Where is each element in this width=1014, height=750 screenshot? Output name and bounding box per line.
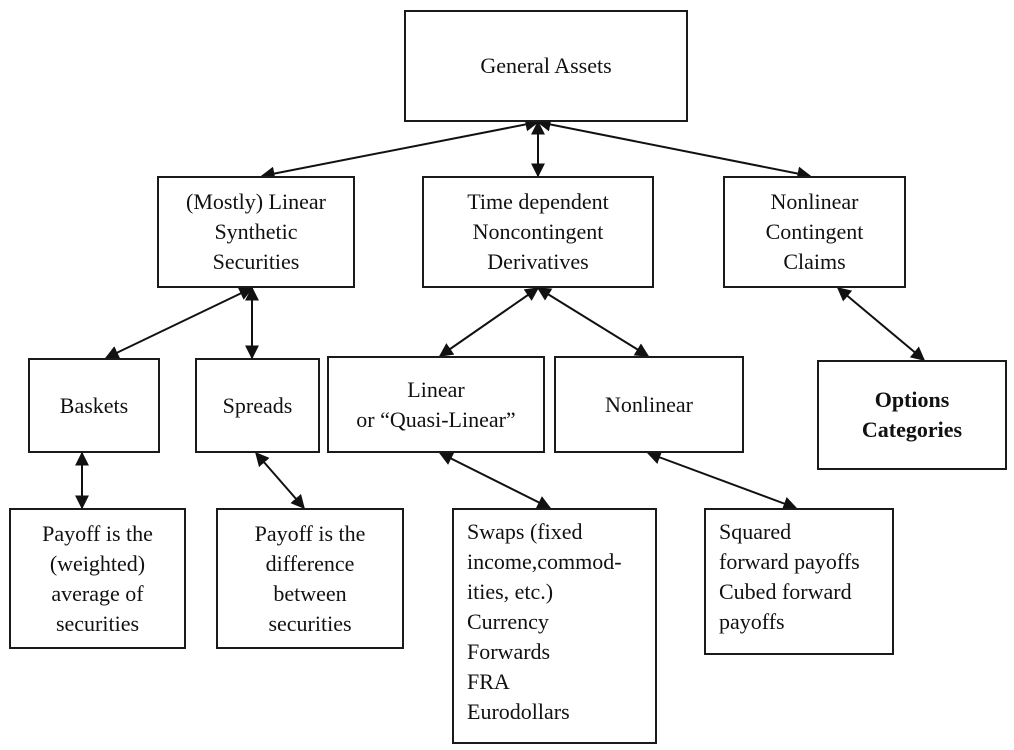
swaps-text: Swaps (fixed income,commod- ities, etc.)… [467, 517, 655, 727]
baskets-box: Baskets [28, 358, 160, 453]
general-assets-box: General Assets [404, 10, 688, 122]
edge-time-dep-quasi-linear [438, 287, 540, 357]
edge-spreads-desc [255, 451, 305, 510]
time-dependent-line-3: Derivatives [487, 249, 589, 274]
options-categories-box: Options Categories [817, 360, 1007, 470]
options-categories-text: Options Categories [819, 362, 1005, 468]
general-assets-text: General Assets [406, 12, 686, 120]
linear-synthetic-securities-box: (Mostly) Linear Synthetic Securities [157, 176, 355, 288]
spreads-desc-line-1: Payoff is the [254, 520, 366, 546]
linear-synthetic-line-3: Securities [212, 249, 300, 274]
nonlinear-contingent-line-3: Claims [783, 249, 846, 274]
options-line-2: Categories [861, 417, 963, 442]
squared-payoffs-box: Squared forward payoffs Cubed forward pa… [704, 508, 894, 655]
spreads-description-box: Payoff is the difference between securit… [216, 508, 404, 649]
edge-root-linear-synth [260, 117, 540, 181]
baskets-desc-line-1: Payoff is the [42, 520, 153, 546]
nonlinear-box: Nonlinear [554, 356, 744, 453]
edge-linear-synth-baskets [104, 287, 254, 359]
baskets-desc-line-2: (weighted) [49, 550, 146, 576]
spreads-desc-line-4: securities [268, 610, 352, 636]
baskets-desc-line-3: average of [51, 580, 144, 606]
swaps-line-2: income,commod- [467, 549, 622, 574]
baskets-description-text: Payoff is the (weighted) average of secu… [11, 510, 184, 647]
squared-line-4: payoffs [719, 609, 785, 634]
squared-line-2: forward payoffs [719, 549, 860, 574]
linear-synthetic-line-1: (Mostly) Linear [186, 189, 326, 214]
time-dependent-derivatives-text: Time dependent Noncontingent Derivatives [424, 178, 652, 286]
nonlinear-contingent-line-2: Contingent [765, 219, 864, 244]
nonlinear-text: Nonlinear [556, 358, 742, 451]
linear-synthetic-line-2: Synthetic [214, 219, 298, 244]
nonlinear-contingent-claims-box: Nonlinear Contingent Claims [723, 176, 906, 288]
time-dependent-line-1: Time dependent [467, 189, 609, 214]
swaps-line-4: Currency [467, 609, 549, 634]
edge-nonlinear-squared [646, 450, 798, 511]
linear-synthetic-securities-text: (Mostly) Linear Synthetic Securities [159, 178, 353, 286]
baskets-desc-line-4: securities [55, 610, 140, 636]
quasi-linear-line-2: or “Quasi-Linear” [356, 406, 516, 432]
quasi-linear-line-1: Linear [407, 376, 465, 402]
quasi-linear-text: Linear or “Quasi-Linear” [329, 358, 543, 451]
baskets-line: Baskets [59, 392, 129, 418]
squared-payoffs-text: Squared forward payoffs Cubed forward pa… [719, 517, 892, 637]
time-dependent-line-2: Noncontingent [472, 219, 604, 244]
swaps-line-3: ities, etc.) [467, 579, 554, 604]
edge-root-nonlinear-cc [536, 117, 812, 181]
general-assets-line: General Assets [480, 53, 612, 78]
spreads-description-text: Payoff is the difference between securit… [218, 510, 402, 647]
edge-quasi-linear-swaps [438, 452, 552, 509]
swaps-line-7: Eurodollars [467, 699, 570, 724]
swaps-line-6: FRA [467, 669, 510, 694]
time-dependent-derivatives-box: Time dependent Noncontingent Derivatives [422, 176, 654, 288]
spreads-box: Spreads [195, 358, 320, 453]
squared-line-1: Squared [719, 519, 792, 544]
edge-time-dep-nonlinear [536, 287, 650, 357]
spreads-text: Spreads [197, 360, 318, 451]
swaps-line-1: Swaps (fixed [467, 519, 583, 544]
options-line-1: Options [874, 387, 950, 412]
nonlinear-contingent-line-1: Nonlinear [770, 189, 859, 214]
spreads-line: Spreads [222, 392, 293, 418]
spreads-desc-line-2: difference [265, 550, 355, 576]
swaps-box: Swaps (fixed income,commod- ities, etc.)… [452, 508, 657, 744]
spreads-desc-line-3: between [273, 580, 347, 606]
nonlinear-contingent-claims-text: Nonlinear Contingent Claims [725, 178, 904, 286]
edge-nonlinear-cc-options [836, 287, 926, 361]
quasi-linear-box: Linear or “Quasi-Linear” [327, 356, 545, 453]
baskets-description-box: Payoff is the (weighted) average of secu… [9, 508, 186, 649]
nonlinear-line: Nonlinear [605, 391, 693, 417]
swaps-line-5: Forwards [467, 639, 551, 664]
baskets-text: Baskets [30, 360, 158, 451]
squared-line-3: Cubed forward [719, 579, 852, 604]
